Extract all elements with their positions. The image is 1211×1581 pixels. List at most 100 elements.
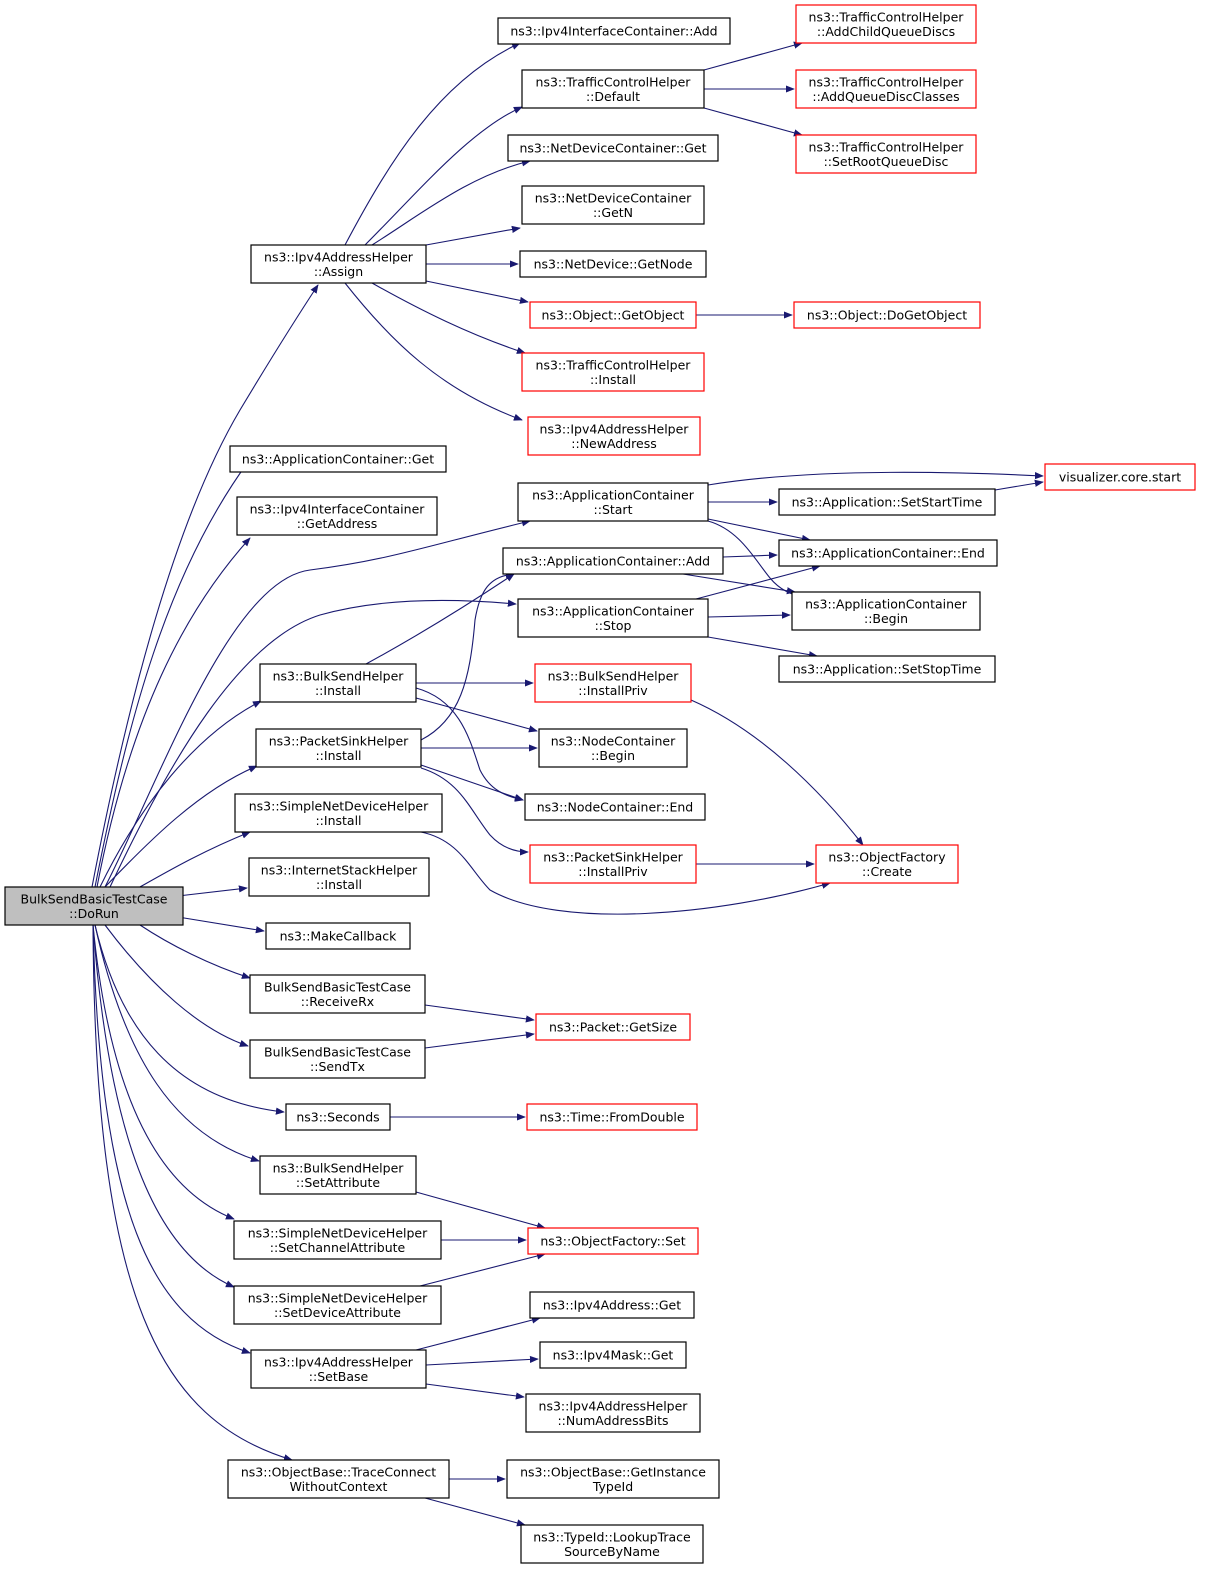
node-label: ns3::Seconds	[296, 1110, 379, 1125]
graph-node-appcont-get[interactable]: ns3::ApplicationContainer::Get	[229, 445, 447, 473]
call-edge-appcont_start	[707, 471, 1044, 486]
node-label: TypeId	[592, 1479, 633, 1494]
graph-node-bulksend-setattr[interactable]: ns3::BulkSendHelper::SetAttribute	[259, 1155, 417, 1195]
graph-node-packetsink-installpriv[interactable]: ns3::PacketSinkHelper::InstallPriv	[529, 844, 697, 884]
node-box	[250, 1349, 427, 1389]
node-label: SourceByName	[564, 1544, 660, 1559]
node-label: ::SetChannelAttribute	[270, 1240, 406, 1255]
call-edge-ipv4helper_assign	[344, 282, 523, 421]
graph-node-packet-getsize[interactable]: ns3::Packet::GetSize	[535, 1013, 691, 1041]
node-label: ns3::Object::GetObject	[542, 308, 685, 323]
graph-node-appcont-stop[interactable]: ns3::ApplicationContainer::Stop	[517, 598, 709, 638]
node-box	[527, 1227, 699, 1255]
graph-node-seconds[interactable]: ns3::Seconds	[285, 1103, 391, 1131]
graph-node-root[interactable]: BulkSendBasicTestCase::DoRun	[4, 886, 184, 926]
graph-node-simplenet-setdevice[interactable]: ns3::SimpleNetDeviceHelper::SetDeviceAtt…	[233, 1285, 442, 1325]
node-label: ns3::ApplicationContainer	[532, 603, 695, 618]
graph-node-packetsink-install[interactable]: ns3::PacketSinkHelper::Install	[255, 728, 422, 768]
graph-node-appcont-end[interactable]: ns3::ApplicationContainer::End	[778, 539, 998, 567]
graph-node-ipv4helper-newaddress[interactable]: ns3::Ipv4AddressHelper::NewAddress	[527, 416, 701, 456]
call-edge-root	[92, 924, 251, 1354]
graph-node-makecallback[interactable]: ns3::MakeCallback	[265, 922, 411, 950]
graph-node-bulksend-installpriv[interactable]: ns3::BulkSendHelper::InstallPriv	[534, 663, 692, 703]
graph-node-object-dogetobject[interactable]: ns3::Object::DoGetObject	[793, 301, 981, 329]
node-box	[795, 134, 977, 174]
call-edge-bulksend_installpriv	[690, 699, 864, 846]
node-label: ns3::PacketSinkHelper	[543, 849, 683, 864]
node-box	[265, 922, 411, 950]
graph-node-internetstack-install[interactable]: ns3::InternetStackHelper::Install	[248, 857, 430, 897]
node-label: ::NumAddressBits	[557, 1413, 668, 1428]
call-edge-root	[99, 700, 262, 888]
graph-node-ipv4address-get[interactable]: ns3::Ipv4Address::Get	[529, 1291, 695, 1319]
node-box	[249, 974, 426, 1014]
graph-node-traceconnect[interactable]: ns3::ObjectBase::TraceConnectWithoutCont…	[227, 1459, 450, 1499]
node-label: ::Begin	[864, 611, 908, 626]
node-label: ns3::TrafficControlHelper	[809, 9, 965, 24]
node-label: ::Begin	[591, 748, 635, 763]
graph-node-ipv4helper-setbase[interactable]: ns3::Ipv4AddressHelper::SetBase	[250, 1349, 427, 1389]
node-label: visualizer.core.start	[1059, 470, 1181, 485]
graph-node-simplenet-install[interactable]: ns3::SimpleNetDeviceHelper::Install	[234, 793, 443, 833]
graph-node-tc-addchildqueuediscs[interactable]: ns3::TrafficControlHelper::AddChildQueue…	[795, 4, 977, 44]
graph-node-appcont-start[interactable]: ns3::ApplicationContainer::Start	[517, 482, 709, 522]
graph-node-netdevcont-getn[interactable]: ns3::NetDeviceContainer::GetN	[521, 185, 705, 225]
call-edge-root	[177, 916, 265, 934]
call-edge-ipv4helper_setbase	[415, 1316, 541, 1351]
graph-node-ipv4ifcont-getaddress[interactable]: ns3::Ipv4InterfaceContainer::GetAddress	[236, 496, 438, 536]
graph-node-appcont-begin[interactable]: ns3::ApplicationContainer::Begin	[791, 591, 981, 631]
node-box	[507, 134, 719, 162]
call-edge-traceconnect	[424, 1497, 526, 1527]
graph-node-app-setstoptime[interactable]: ns3::Application::SetStopTime	[778, 655, 996, 683]
edges	[91, 41, 1044, 1527]
node-label: ::Install	[315, 748, 361, 763]
graph-node-tc-setrootqueuedisc[interactable]: ns3::TrafficControlHelper::SetRootQueueD…	[795, 134, 977, 174]
graph-node-simplenet-setchannel[interactable]: ns3::SimpleNetDeviceHelper::SetChannelAt…	[233, 1220, 442, 1260]
graph-node-sendtx[interactable]: BulkSendBasicTestCase::SendTx	[249, 1039, 426, 1079]
call-edge-ipv4helper_assign	[344, 42, 521, 246]
graph-node-time-fromdouble[interactable]: ns3::Time::FromDouble	[526, 1103, 698, 1131]
graph-node-bulksend-install[interactable]: ns3::BulkSendHelper::Install	[259, 663, 417, 703]
graph-node-ipv4helper-numaddressbits[interactable]: ns3::Ipv4AddressHelper::NumAddressBits	[525, 1393, 701, 1433]
node-label: ns3::Ipv4AddressHelper	[539, 1398, 689, 1413]
node-label: ns3::NetDevice::GetNode	[534, 257, 693, 272]
node-label: ns3::Ipv4AddressHelper	[264, 1354, 414, 1369]
graph-node-object-getobject[interactable]: ns3::Object::GetObject	[529, 301, 697, 329]
node-label: ns3::SimpleNetDeviceHelper	[249, 798, 429, 813]
graph-node-tc-default[interactable]: ns3::TrafficControlHelper::Default	[521, 69, 705, 109]
graph-node-ipv4mask-get[interactable]: ns3::Ipv4Mask::Get	[539, 1341, 687, 1369]
call-edge-appcont_start	[707, 518, 811, 542]
graph-node-tc-addqueuediscclasses[interactable]: ns3::TrafficControlHelper::AddQueueDiscC…	[795, 69, 977, 109]
graph-node-visualizer-start[interactable]: visualizer.core.start	[1044, 463, 1196, 491]
node-label: ::AddQueueDiscClasses	[812, 89, 959, 104]
node-box	[520, 1524, 704, 1564]
node-label: ns3::TrafficControlHelper	[809, 74, 965, 89]
node-label: ::GetAddress	[297, 516, 377, 531]
graph-node-objfactory-set[interactable]: ns3::ObjectFactory::Set	[527, 1227, 699, 1255]
graph-node-netdevcont-get[interactable]: ns3::NetDeviceContainer::Get	[507, 134, 719, 162]
graph-node-ipv4ifcont-add[interactable]: ns3::Ipv4InterfaceContainer::Add	[497, 17, 731, 45]
node-label: ns3::ObjectBase::TraceConnect	[241, 1464, 436, 1479]
node-label: ::Install	[315, 813, 361, 828]
node-box	[778, 539, 998, 567]
node-box	[525, 1393, 701, 1433]
node-label: ns3::Object::DoGetObject	[807, 308, 967, 323]
graph-node-tc-install[interactable]: ns3::TrafficControlHelper::Install	[521, 352, 705, 392]
node-label: ns3::NodeContainer::End	[537, 800, 693, 815]
call-edge-root	[104, 519, 531, 888]
graph-node-nodecont-begin[interactable]: ns3::NodeContainer::Begin	[538, 728, 688, 768]
call-edge-root	[104, 765, 258, 888]
graph-node-app-setstarttime[interactable]: ns3::Application::SetStartTime	[778, 488, 996, 516]
node-box	[255, 728, 422, 768]
node-label: ns3::Ipv4AddressHelper	[264, 249, 414, 264]
graph-node-netdev-getnode[interactable]: ns3::NetDevice::GetNode	[519, 250, 707, 278]
graph-node-appcont-add[interactable]: ns3::ApplicationContainer::Add	[502, 547, 724, 575]
node-box	[521, 352, 705, 392]
graph-node-ipv4helper-assign[interactable]: ns3::Ipv4AddressHelper::Assign	[250, 244, 427, 284]
graph-node-receiverx[interactable]: BulkSendBasicTestCase::ReceiveRx	[249, 974, 426, 1014]
graph-node-nodecont-end[interactable]: ns3::NodeContainer::End	[524, 793, 706, 821]
call-edge-root	[104, 924, 249, 1047]
graph-node-objfactory-create[interactable]: ns3::ObjectFactory::Create	[815, 844, 959, 884]
